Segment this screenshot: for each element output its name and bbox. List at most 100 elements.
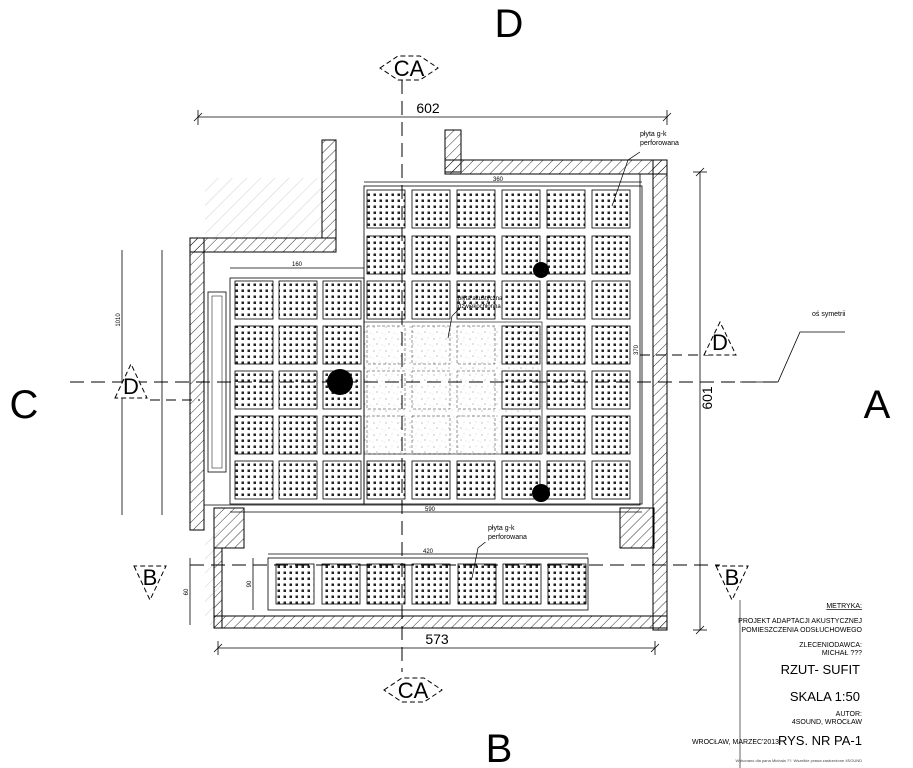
tb-title: RZUT- SUFIT xyxy=(781,662,860,677)
note-plyta-bottom-2: perforowana xyxy=(488,534,527,541)
acoustic-panel-cell xyxy=(366,370,406,410)
fixture-dot-2 xyxy=(327,369,353,395)
acoustic-panel-cell xyxy=(366,325,406,365)
section-label-top: D xyxy=(495,2,524,46)
exterior-hatch xyxy=(205,178,323,240)
perforated-panel xyxy=(546,415,586,455)
dim-90: 90 xyxy=(247,580,253,587)
perforated-panel xyxy=(456,460,496,500)
perforated-panel xyxy=(546,280,586,320)
perforated-panel xyxy=(591,460,631,500)
svg-text:CA: CA xyxy=(394,56,425,81)
perforated-panel xyxy=(322,325,362,365)
ceiling-panel-grid xyxy=(234,189,631,500)
symmetry-leader xyxy=(740,331,845,383)
section-mark-ca-top: CA xyxy=(379,55,439,81)
perforated-panel xyxy=(366,280,406,320)
note-center-2: dźwiękochłonna xyxy=(458,304,501,310)
dim-1010: 1010 xyxy=(116,313,122,327)
note-plyta-top-2: perforowana xyxy=(640,140,679,147)
perforated-panel xyxy=(411,189,451,229)
dim-bottom-width: 573 xyxy=(425,631,449,647)
tb-drawing-no: RYS. NR PA-1 xyxy=(778,733,862,748)
dim-overall-width: 602 xyxy=(416,100,440,116)
bottom-grid-frame xyxy=(267,557,589,611)
perforated-panel xyxy=(278,415,318,455)
section-label-right: A xyxy=(864,383,891,427)
perforated-panel-bottom xyxy=(321,563,361,605)
section-label-left: C xyxy=(10,383,39,427)
perforated-panel xyxy=(278,370,318,410)
title-block: METRYKA: PROJEKT ADAPTACJI AKUSTYCZNEJ P… xyxy=(692,600,863,768)
perforated-panel xyxy=(591,415,631,455)
svg-text:D: D xyxy=(712,330,728,355)
perforated-panel xyxy=(546,325,586,365)
note-plyta-bottom-bg xyxy=(484,522,532,542)
note-plyta-top-1: płyta g-k xyxy=(640,131,667,138)
perforated-panel xyxy=(501,280,541,320)
perforated-panel-bottom xyxy=(275,563,315,605)
perforated-panel xyxy=(546,460,586,500)
perforated-panel xyxy=(501,370,541,410)
dim-360: 360 xyxy=(493,177,504,183)
section-mark-ca-bottom: CA xyxy=(383,677,443,703)
section-mark-d-left: D xyxy=(114,362,148,399)
perforated-panel xyxy=(411,460,451,500)
inner-outline xyxy=(203,173,641,506)
walls xyxy=(189,129,668,631)
perforated-panel xyxy=(278,325,318,365)
perforated-panel xyxy=(501,189,541,229)
svg-text:B: B xyxy=(725,565,740,590)
dim-60: 60 xyxy=(184,588,190,595)
perforated-panel xyxy=(366,189,406,229)
leader-center xyxy=(447,307,461,339)
dimension-lines xyxy=(121,110,707,655)
dim-160: 160 xyxy=(292,262,303,268)
note-os-symetrii: oś symetrii xyxy=(812,311,846,318)
perforated-panel xyxy=(456,189,496,229)
perforated-panel xyxy=(322,415,362,455)
dim-370: 370 xyxy=(634,344,640,355)
perforated-panel-bottom xyxy=(366,563,406,605)
tb-place-date: WROCŁAW, MARZEC'2013 xyxy=(692,739,779,746)
section-mark-d-right: D xyxy=(703,320,737,356)
left-grid-frame xyxy=(229,277,365,505)
perforated-panel xyxy=(456,235,496,275)
section-label-bottom: B xyxy=(486,727,513,768)
perforated-panel xyxy=(278,460,318,500)
perforated-panel xyxy=(411,280,451,320)
perforated-panel-bottom xyxy=(411,563,451,605)
fixture-dot-1 xyxy=(533,262,549,278)
dim-420: 420 xyxy=(423,549,434,555)
tb-client-label: ZLECENIODAWCA: xyxy=(799,642,862,649)
svg-text:D: D xyxy=(123,374,139,399)
acoustic-panel-cell xyxy=(411,325,451,365)
perforated-panel-bottom xyxy=(502,563,542,605)
perforated-panel xyxy=(234,370,274,410)
tb-client: MICHAŁ ??? xyxy=(822,650,862,657)
tb-footer: Wykonano dla pana Michała ??. Wszelkie p… xyxy=(736,758,863,763)
perforated-panel xyxy=(591,189,631,229)
section-mark-b-right: B xyxy=(715,565,749,602)
acoustic-panel-cell xyxy=(411,415,451,455)
fixture-dot-3 xyxy=(532,484,550,502)
note-plyta-bottom-1: płyta g-k xyxy=(488,525,515,532)
bottom-panel-row xyxy=(275,563,587,605)
leader-plyta-top xyxy=(611,151,641,207)
perforated-panel xyxy=(234,325,274,365)
perforated-panel xyxy=(591,325,631,365)
acoustic-panel-cell xyxy=(456,325,496,365)
perforated-panel xyxy=(456,280,496,320)
perforated-panel xyxy=(234,415,274,455)
section-mark-b-left: B xyxy=(133,565,167,602)
note-plyta-top-bg xyxy=(636,127,684,147)
perforated-panel xyxy=(366,460,406,500)
dim-overall-height: 601 xyxy=(699,386,715,410)
perforated-panel xyxy=(322,460,362,500)
leader-plyta-bottom xyxy=(471,539,489,579)
perforated-panel xyxy=(501,325,541,365)
perforated-panel xyxy=(411,235,451,275)
tb-author: 4SOUND, WROCŁAW xyxy=(792,719,863,726)
tb-metryka: METRYKA: xyxy=(826,603,862,610)
